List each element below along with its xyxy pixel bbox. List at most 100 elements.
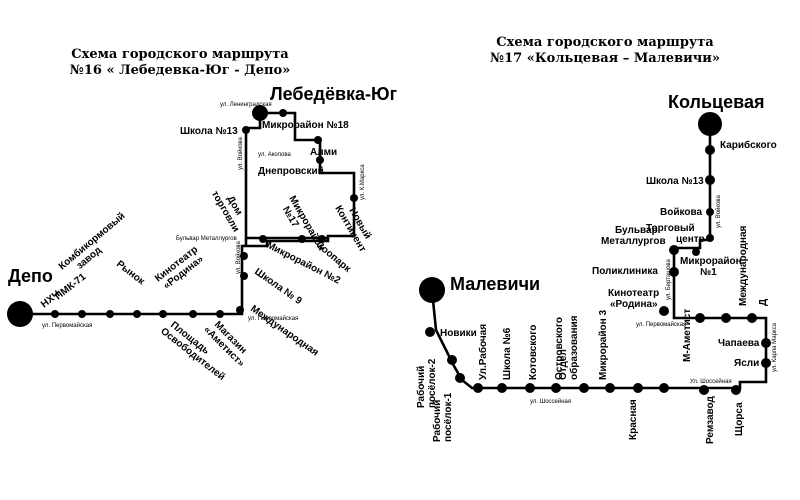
route16-street-voykova-top: ул. Войкова: [237, 136, 244, 170]
svg-text:Рабочий: Рабочий: [431, 400, 443, 442]
route17-stop-shkola6: Школа №6: [502, 327, 513, 380]
route17-stop-marker: [731, 385, 741, 395]
route17-stop-marker: [669, 245, 679, 255]
route16-stop-marker: [51, 310, 59, 318]
route17-stop-mikroraion1: Микрорайон №1: [680, 256, 742, 278]
svg-text:Микрорайон: Микрорайон: [680, 256, 742, 267]
route17-stop-yasli: Ясли: [734, 358, 759, 369]
route17-stop-torgoviy-centr: Торговый центр: [646, 223, 705, 245]
route17-stop-marker: [455, 373, 465, 383]
route17-stop-chapaeva: Чапаева: [718, 338, 760, 349]
route17-stop-marker: [706, 208, 714, 216]
route16-stop-novyi-kontinent: Новый Континент: [332, 204, 373, 254]
route17-stop-marker: [497, 383, 507, 393]
route17-street-karla-marksa: ул. Карла Маркса: [772, 322, 778, 372]
route17-stop-krasnaya: Красная: [628, 399, 639, 440]
svg-text:Отдел: Отдел: [558, 349, 569, 380]
route16-street-akopova: ул. Акопова: [258, 152, 291, 158]
route17-line: [430, 124, 768, 390]
route17-stop-voykova: Войкова: [660, 207, 702, 218]
route16-depo-terminal-marker: [7, 301, 33, 327]
route17-stop-mezhdunarodnaya: Международная: [738, 225, 749, 306]
route17-stop-karibskogo: Карибского: [720, 139, 777, 151]
route17-stop-marker: [747, 313, 757, 323]
route17-street-pervomayskaya: ул. Первомайская: [636, 321, 686, 328]
route16-stop-marker: [189, 310, 197, 318]
route16-street-pervomayskaya-left: ул. Первомайская: [42, 322, 92, 329]
route16-street-voykova-mid: ул. Войкова: [235, 240, 242, 274]
route-16-map: Схема городского маршрута №16 « Лебедевк…: [7, 47, 398, 383]
route17-stop-marker: [706, 234, 714, 242]
route17-stop-mikroraion3: Микрорайон 3: [598, 310, 609, 380]
svg-text:Кинотеатр: Кинотеатр: [608, 288, 659, 299]
route17-stop-rab-posyolok2: Рабочий посёлок-2: [415, 358, 438, 408]
route16-stop-marker: [316, 156, 324, 164]
route17-street-shosseynaya-right: Ул. Шоссейная: [690, 378, 732, 385]
route16-stop-marker: [279, 109, 287, 117]
route17-stop-ul-rabochaya: Ул.Рабочая: [477, 324, 489, 380]
svg-text:посёлок-2: посёлок-2: [427, 358, 438, 408]
route16-stop-dom-torgovli: Дом торговли: [209, 189, 244, 234]
route17-stop-marker: [659, 306, 669, 316]
route16-street-pervomayskaya-right: ул. Первомайская: [248, 315, 298, 322]
route17-stop-marker: [633, 383, 643, 393]
svg-text:Рабочий: Рабочий: [415, 366, 427, 408]
route16-depo-label: Депо: [8, 266, 53, 286]
route16-stop-marker: [314, 136, 322, 144]
route17-malevichi-terminal-marker: [419, 277, 445, 303]
route16-stop-marker: [78, 310, 86, 318]
route17-kolcevaya-label: Кольцевая: [668, 92, 764, 112]
route16-stop-shkola9: Школа № 9: [252, 266, 304, 307]
route17-stop-marker: [761, 338, 771, 348]
route16-stop-marker: [216, 310, 224, 318]
route16-stop-rynok: Рынок: [114, 259, 147, 288]
route16-street-k-marksa: ул. К.Маркса: [360, 164, 366, 200]
route17-stop-kinoteatr-rodina: Кинотеатр «Родина»: [608, 288, 659, 310]
route17-stop-marker: [721, 313, 731, 323]
route16-stop-marker: [240, 272, 248, 280]
route16-title-line2: №16 « Лебедевка-Юг - Депо»: [70, 63, 291, 78]
route16-street-bulvar: Бульвар Металлургов: [176, 236, 237, 242]
svg-text:посёлок-1: посёлок-1: [443, 392, 454, 442]
route17-stop-marker: [692, 248, 700, 256]
route16-stop-almi: Алми: [310, 147, 337, 158]
route16-stop-mezhdunarodnaya: Международная: [248, 303, 320, 358]
route17-street-bertashova: ул. Берташова: [666, 259, 672, 300]
route17-stop-poliklinika: Поликлиника: [592, 266, 658, 277]
route17-stop-marker: [761, 358, 771, 368]
route17-stop-shchorsa: Щорса: [734, 402, 745, 436]
route17-stop-rab-posyolok1: Рабочий посёлок-1: [431, 392, 454, 442]
route17-stop-dvorec-sporta: Д: [758, 299, 769, 306]
route17-street-voykova: ул. Войкова: [715, 194, 722, 228]
route16-stop-marker: [159, 310, 167, 318]
svg-text:Металлургов: Металлургов: [601, 236, 666, 247]
route16-stop-marker: [133, 310, 141, 318]
route17-stop-marker: [579, 383, 589, 393]
route16-stop-kinoteatr-rodina: Кинотеатр «Родина»: [153, 244, 206, 292]
route16-stop-marker: [106, 310, 114, 318]
route17-street-shosseynaya-mid: ул. Шоссейная: [530, 398, 571, 405]
route16-stop-shkola13: Школа №13: [180, 126, 238, 137]
route17-stop-marker: [605, 383, 615, 393]
route17-title-line2: №17 «Кольцевая – Малевичи»: [490, 51, 720, 66]
route17-stop-marker: [705, 175, 715, 185]
route17-stop-shkola13: Школа №13: [646, 176, 704, 187]
svg-text:Торговый: Торговый: [646, 223, 695, 234]
route17-title-line1: Схема городского маршрута: [496, 35, 714, 50]
route-17-map: Схема городского маршрута №17 «Кольцевая…: [415, 35, 778, 444]
svg-text:№1: №1: [700, 267, 717, 278]
route17-stop-remzavod: Ремзавод: [705, 395, 716, 444]
route17-stop-ostrovskogo: Островского: [554, 317, 565, 380]
route16-lebedevka-label: Лебедёвка-Юг: [270, 84, 398, 104]
route17-stop-marker: [669, 267, 679, 277]
route17-stop-noviki: Новики: [440, 328, 477, 339]
route17-stop-marker: [705, 145, 715, 155]
route17-malevichi-label: Малевичи: [450, 274, 540, 294]
route16-stop-marker: [318, 235, 326, 243]
route16-stop-marker: [242, 126, 250, 134]
svg-text:образования: образования: [568, 315, 580, 380]
route16-stop-marker: [350, 194, 358, 202]
route16-title-line1: Схема городского маршрута: [71, 47, 289, 62]
route17-stop-marker: [473, 383, 483, 393]
